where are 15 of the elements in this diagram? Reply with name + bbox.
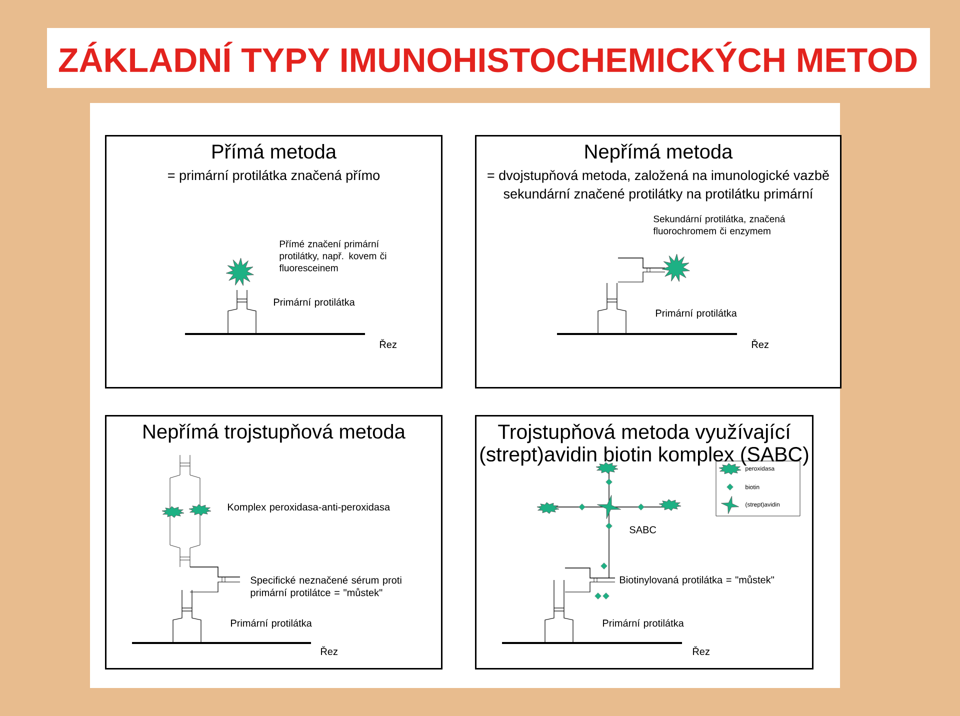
label-text: Řez	[752, 339, 768, 348]
title-banner: ZÁKLADNÍ TYPY IMUNOHISTOCHEMICKÝCH METOD	[47, 28, 930, 88]
label-text: Primární protilátka	[603, 619, 684, 629]
label-text: Řez	[380, 339, 396, 348]
label-text: Biotinylovaná protilátka = "můstek"	[620, 575, 774, 586]
label-text: Řez	[693, 646, 710, 656]
label-text: SABC	[630, 526, 656, 534]
label-text: Primární protilátka	[656, 309, 737, 319]
label-text: Primární protilátka	[231, 619, 312, 629]
label-text: Specifické neznačené sérum proti primární protilátce = "můstek"	[250, 576, 402, 598]
label-text: Komplex peroxidasa-anti-peroxidasa	[228, 503, 390, 513]
label-text: Řez	[321, 646, 338, 656]
label-text: Přímé značení primární protilátky, např. kovem či fluoresceinem	[279, 240, 386, 272]
label-text: Primární protilátka	[274, 298, 355, 308]
label-text: Sekundární protilátka, značená fluorochromem či enzymem	[653, 215, 786, 236]
